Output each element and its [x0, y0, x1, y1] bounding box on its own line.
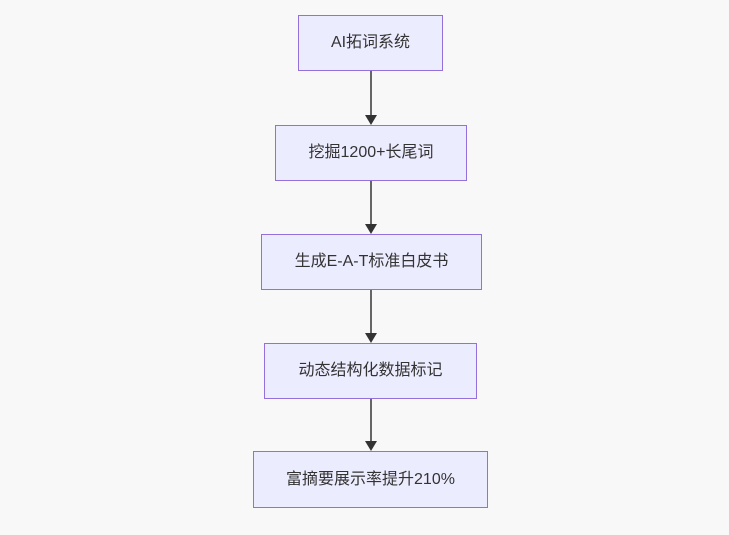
- arrow-line: [370, 71, 372, 116]
- arrow-line: [370, 181, 372, 225]
- flowchart-node-longtail-keywords: 挖掘1200+长尾词: [275, 125, 467, 181]
- flowchart-node-rich-snippet-result: 富摘要展示率提升210%: [253, 451, 488, 508]
- flow-arrow: [364, 399, 378, 451]
- arrow-line: [370, 290, 372, 334]
- flow-arrow: [364, 181, 378, 234]
- flowchart-node-eat-whitepaper: 生成E-A-T标准白皮书: [261, 234, 482, 290]
- arrowhead-down-icon: [365, 333, 377, 343]
- arrowhead-down-icon: [365, 441, 377, 451]
- arrowhead-down-icon: [365, 115, 377, 125]
- arrowhead-down-icon: [365, 224, 377, 234]
- flow-arrow: [364, 290, 378, 343]
- arrow-line: [370, 399, 372, 442]
- node-label: AI拓词系统: [330, 34, 411, 52]
- flowchart-node-ai-system: AI拓词系统: [298, 15, 443, 71]
- flow-arrow: [364, 71, 378, 125]
- node-label: 挖掘1200+长尾词: [308, 144, 434, 162]
- node-label: 生成E-A-T标准白皮书: [294, 253, 449, 271]
- node-label: 富摘要展示率提升210%: [286, 470, 455, 488]
- node-label: 动态结构化数据标记: [298, 362, 443, 380]
- flowchart-node-structured-data: 动态结构化数据标记: [264, 343, 477, 399]
